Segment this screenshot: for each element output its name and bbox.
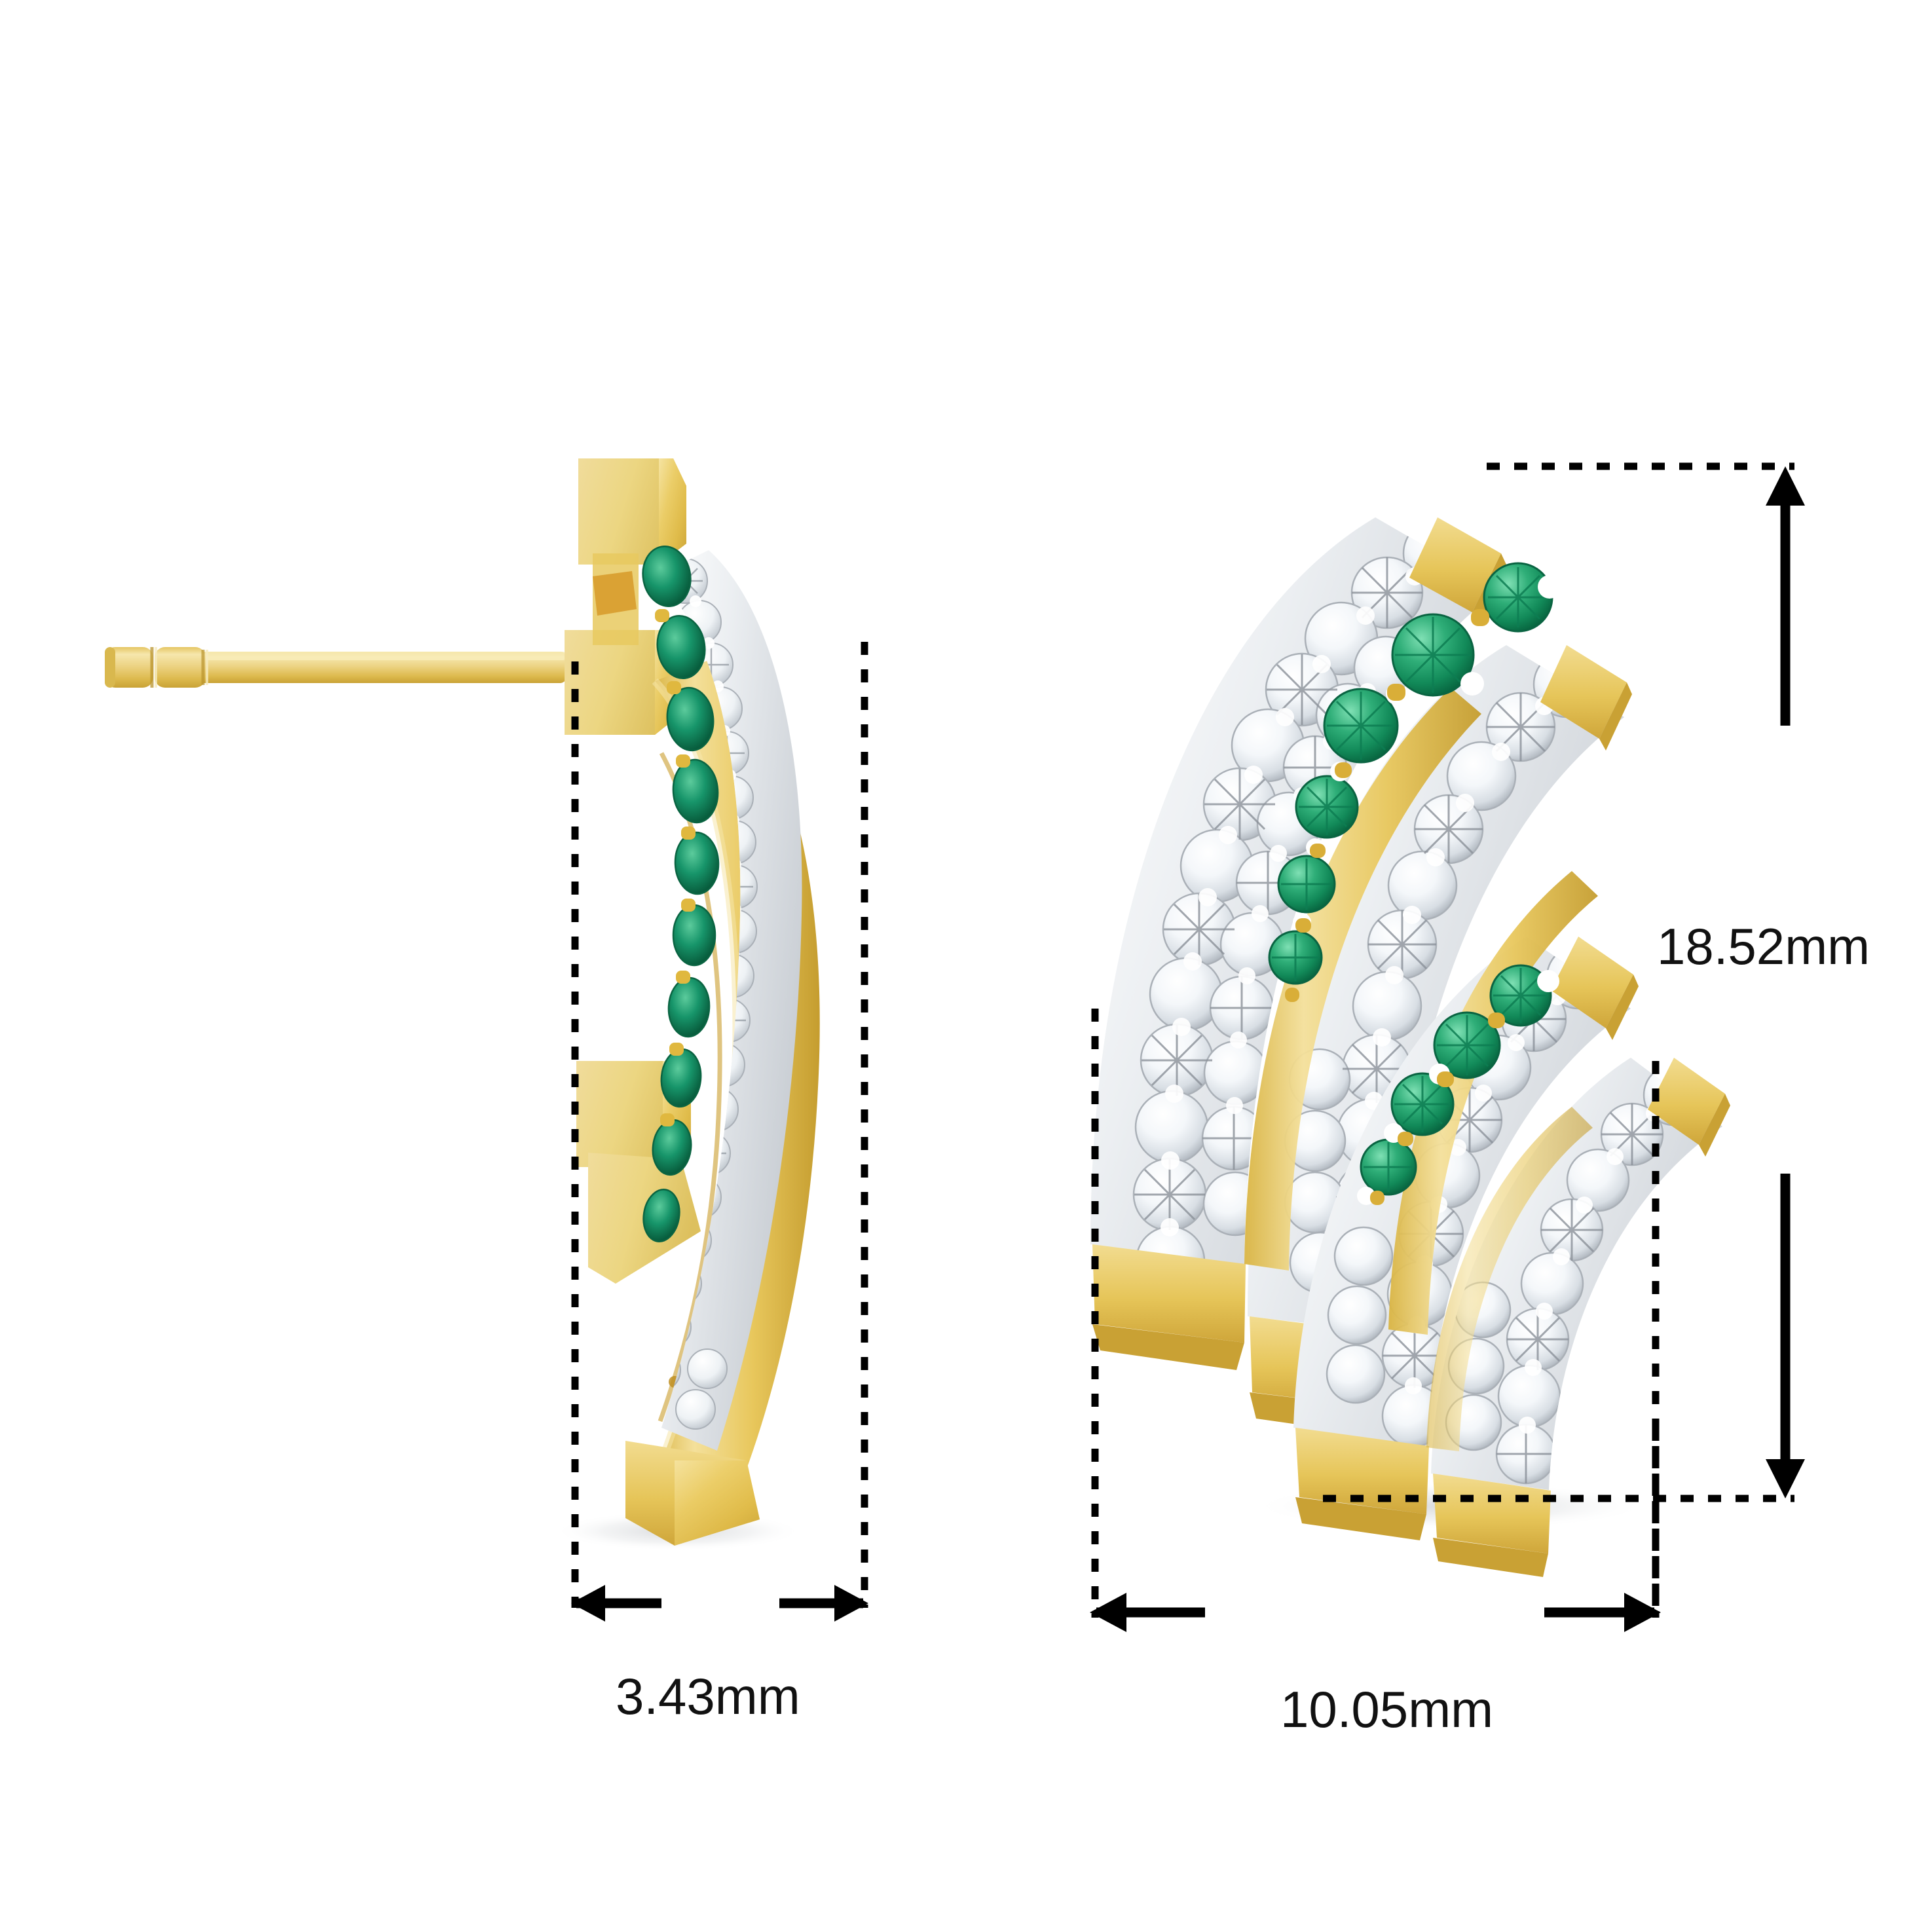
arrow-side-right bbox=[779, 1585, 868, 1622]
dimension-label-front-width: 10.05mm bbox=[1280, 1681, 1494, 1738]
arrow-front-left bbox=[1090, 1593, 1205, 1632]
arrow-height-down bbox=[1766, 1174, 1805, 1498]
fan-emeralds-lower bbox=[1357, 964, 1559, 1205]
arrow-side-left bbox=[571, 1585, 661, 1622]
earring-front-fan-view bbox=[1090, 517, 1730, 1577]
side-emeralds bbox=[593, 546, 720, 1242]
fan-arc-lower-2 bbox=[1431, 1058, 1730, 1577]
dimension-label-front-height: 18.52mm bbox=[1657, 918, 1870, 975]
earring-post bbox=[105, 647, 567, 688]
fan-emeralds-upper bbox=[1268, 562, 1561, 1002]
arrow-front-right bbox=[1544, 1593, 1661, 1632]
dimension-label-side-width: 3.43mm bbox=[616, 1667, 800, 1725]
arrow-height-up bbox=[1766, 466, 1805, 726]
